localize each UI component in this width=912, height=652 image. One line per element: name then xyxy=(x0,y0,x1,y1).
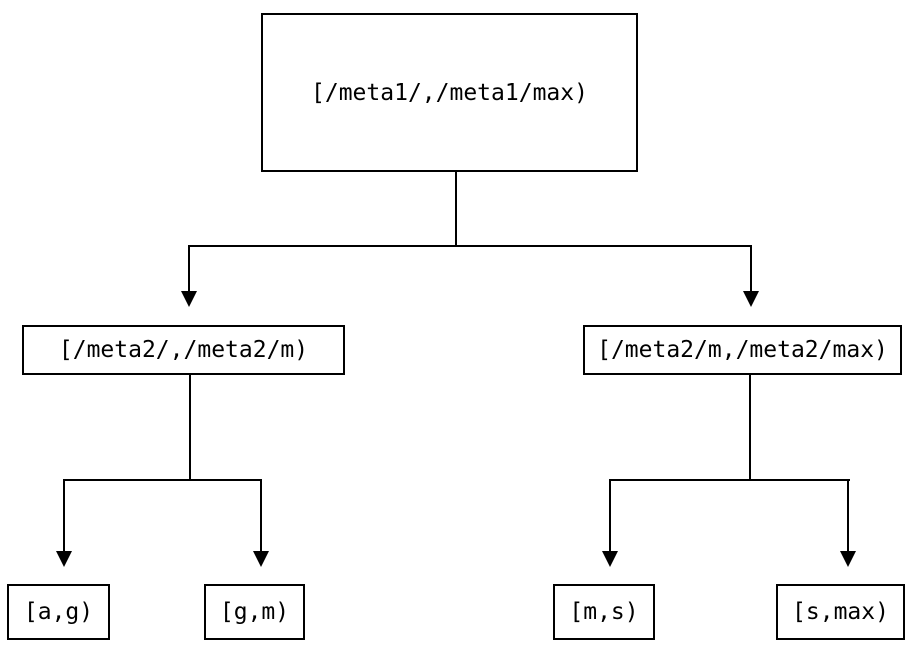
arrow-down-icon xyxy=(56,551,72,567)
connector-right-crossbar xyxy=(609,479,850,481)
arrow-down-icon xyxy=(181,291,197,307)
connector-level1-crossbar xyxy=(188,245,752,247)
connector-left-leaf1-drop xyxy=(63,479,65,551)
tree-leaf-m-s: [m,s) xyxy=(553,584,655,640)
tree-node-root-label: [/meta1/,/meta1/max) xyxy=(311,79,588,106)
tree-leaf-s-max: [s,max) xyxy=(776,584,905,640)
tree-leaf-g-m: [g,m) xyxy=(204,584,305,640)
tree-leaf-m-s-label: [m,s) xyxy=(569,599,639,625)
arrow-down-icon xyxy=(253,551,269,567)
connector-level1-left-drop xyxy=(188,245,190,291)
connector-left-leaf2-drop xyxy=(260,479,262,551)
connector-meta2-right-stem xyxy=(749,375,751,481)
connector-left-crossbar xyxy=(63,479,262,481)
tree-leaf-g-m-label: [g,m) xyxy=(219,599,290,625)
connector-right-leaf1-drop xyxy=(609,479,611,551)
tree-leaf-a-g-label: [a,g) xyxy=(23,599,94,625)
tree-node-meta2-left-label: [/meta2/,/meta2/m) xyxy=(58,337,309,363)
connector-root-stem xyxy=(455,172,457,247)
connector-level1-right-drop xyxy=(750,245,752,291)
tree-node-meta2-left: [/meta2/,/meta2/m) xyxy=(22,325,345,375)
tree-leaf-a-g: [a,g) xyxy=(7,584,110,640)
arrow-down-icon xyxy=(840,551,856,567)
tree-node-meta2-right-label: [/meta2/m,/meta2/max) xyxy=(597,337,888,363)
connector-meta2-left-stem xyxy=(189,375,191,481)
arrow-down-icon xyxy=(743,291,759,307)
connector-right-leaf2-drop xyxy=(847,479,849,551)
tree-leaf-s-max-label: [s,max) xyxy=(792,599,889,625)
arrow-down-icon xyxy=(602,551,618,567)
tree-node-meta2-right: [/meta2/m,/meta2/max) xyxy=(583,325,902,375)
tree-node-root: [/meta1/,/meta1/max) xyxy=(261,13,638,172)
